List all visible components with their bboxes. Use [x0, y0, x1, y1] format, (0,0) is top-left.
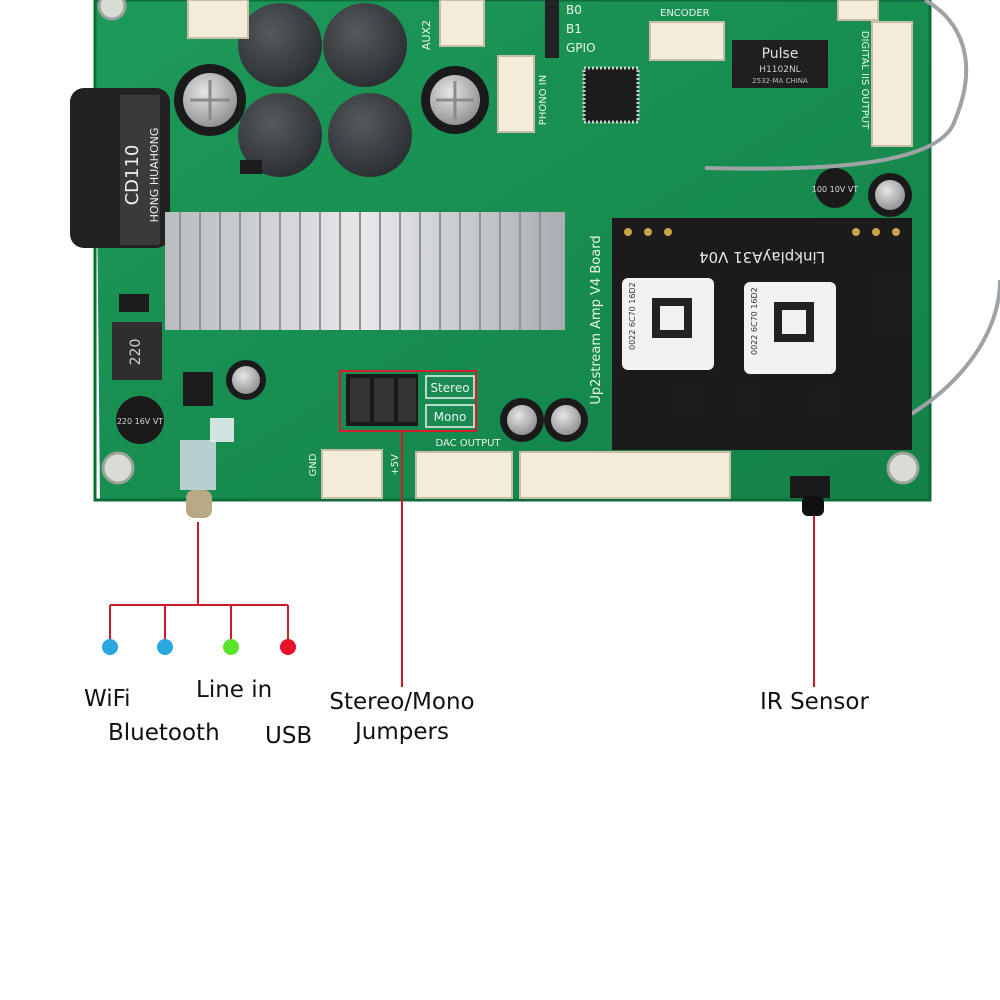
svg-text:B1: B1	[566, 22, 582, 36]
svg-text:DIGITAL IIS OUTPUT: DIGITAL IIS OUTPUT	[859, 31, 870, 130]
svg-text:AUX2: AUX2	[420, 20, 433, 50]
led-callout-lines	[109, 522, 289, 640]
bottom-connectors	[321, 449, 731, 499]
choke-capacitor: CD110 HONG HUAHONG	[70, 88, 170, 248]
svg-text:Mono: Mono	[434, 410, 467, 424]
svg-text:PHONO IN: PHONO IN	[538, 75, 549, 125]
bluetooth-led-dot	[157, 639, 173, 655]
pulse-transformer: Pulse H1102NL 2532-MA CHINA	[732, 40, 828, 88]
wifi-label: WiFi	[84, 686, 131, 712]
ir-sensor-label: IR Sensor	[760, 689, 869, 715]
svg-text:0022 6C70 16D2: 0022 6C70 16D2	[750, 287, 759, 355]
svg-text:GPIO: GPIO	[566, 41, 596, 55]
usb-led-dot	[280, 639, 296, 655]
svg-text:0022 6C70 16D2: 0022 6C70 16D2	[628, 282, 637, 350]
svg-text:LinkplayA31 V04: LinkplayA31 V04	[699, 248, 825, 266]
inductor-220: 220	[112, 322, 162, 380]
svg-text:Pulse: Pulse	[762, 46, 799, 62]
svg-text:ENCODER: ENCODER	[660, 8, 710, 19]
svg-text:CD110: CD110	[122, 145, 143, 206]
ic-small	[183, 372, 213, 406]
qfp-chip	[582, 66, 640, 124]
svg-text:Stereo: Stereo	[430, 381, 469, 395]
linkplay-module: LinkplayA31 V04 0022 6C70 16D2 0022 6C70…	[612, 218, 912, 450]
jumper-highlight-box	[339, 370, 477, 432]
svg-text:220: 220	[128, 339, 144, 366]
svg-text:H1102NL: H1102NL	[759, 65, 800, 75]
antenna-wire	[704, 0, 969, 171]
circuit-board-photo: CD110 HONG HUAHONG AUX2 B0 B1 GPIO ENCOD…	[70, 0, 1000, 518]
svg-text:GND: GND	[308, 453, 319, 476]
ir-receiver	[790, 476, 830, 516]
stereo-mono-label: Stereo/Mono	[329, 689, 475, 715]
bluetooth-label: Bluetooth	[108, 720, 220, 746]
svg-text:DAC OUTPUT: DAC OUTPUT	[435, 438, 501, 449]
svg-text:100 10V VT: 100 10V VT	[812, 185, 858, 194]
heatsink	[165, 212, 565, 330]
jumpers-label: Jumpers	[355, 719, 449, 745]
svg-text:+5V: +5V	[390, 454, 401, 476]
capacitors-top	[174, 64, 489, 136]
header-pins	[545, 0, 559, 58]
capacitors-right: 100 10V VT	[812, 168, 912, 217]
jumper-block	[346, 374, 418, 426]
svg-text:220 16V VT: 220 16V VT	[117, 417, 163, 426]
line-in-led-dot	[223, 639, 239, 655]
rgb-led	[180, 418, 234, 518]
wifi-led-dot	[102, 639, 118, 655]
ferrite-inductors	[238, 3, 412, 177]
svg-text:Up2stream Amp V4 Board: Up2stream Amp V4 Board	[589, 235, 604, 404]
capacitor-220uf: 220 16V VT	[116, 396, 164, 444]
svg-text:HONG HUAHONG: HONG HUAHONG	[148, 128, 161, 223]
top-connectors	[187, 0, 913, 147]
line-in-label: Line in	[196, 677, 273, 703]
svg-text:2532-MA CHINA: 2532-MA CHINA	[752, 77, 808, 85]
usb-label: USB	[265, 723, 313, 749]
svg-text:B0: B0	[566, 3, 582, 17]
mounting-holes	[97, 0, 920, 485]
